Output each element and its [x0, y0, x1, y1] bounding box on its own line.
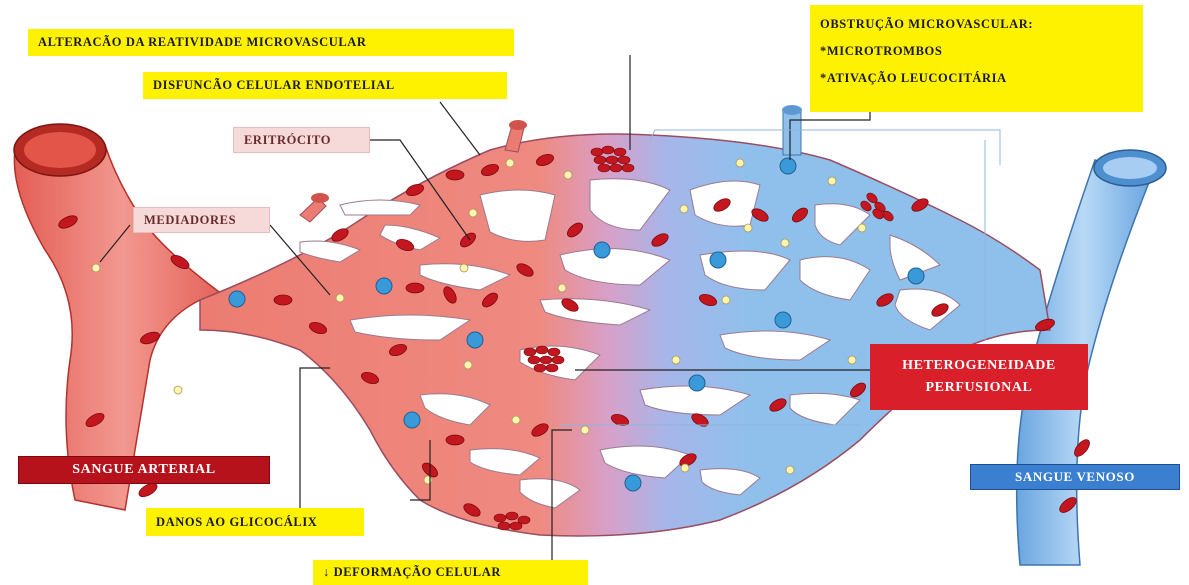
label-obstrucao-microvascular: OBSTRUÇÃO MICROVASCULAR: *MICROTROMBOS *… [810, 5, 1143, 112]
label-heterogeneidade-perfusional: HETEROGENEIDADE PERFUSIONAL [870, 344, 1088, 410]
obstrucao-title: OBSTRUÇÃO MICROVASCULAR: [820, 17, 1133, 32]
obstrucao-item-ativacao: *ATIVAÇÃO LEUCOCITÁRIA [820, 71, 1133, 86]
arterial-vessel [14, 124, 230, 510]
label-eritrocito: ERITRÓCITO [233, 127, 370, 153]
label-sangue-arterial: SANGUE ARTERIAL [18, 456, 270, 484]
label-alteracao-reatividade: ALTERACÃO DA REATIVIDADE MICROVASCULAR [28, 29, 514, 56]
label-deformacao-celular: ↓ DEFORMAÇÃO CELULAR [313, 560, 588, 585]
label-sangue-venoso: SANGUE VENOSO [970, 464, 1180, 490]
label-danos-glicocalix: DANOS AO GLICOCÁLIX [146, 508, 364, 536]
obstrucao-item-microtrombos: *MICROTROMBOS [820, 44, 1133, 59]
heterogeneidade-line1: HETEROGENEIDADE [902, 355, 1056, 377]
label-disfuncao-endotelial: DISFUNCÃO CELULAR ENDOTELIAL [143, 72, 507, 99]
label-mediadores: MEDIADORES [133, 207, 270, 233]
heterogeneidade-line2: PERFUSIONAL [926, 377, 1033, 399]
